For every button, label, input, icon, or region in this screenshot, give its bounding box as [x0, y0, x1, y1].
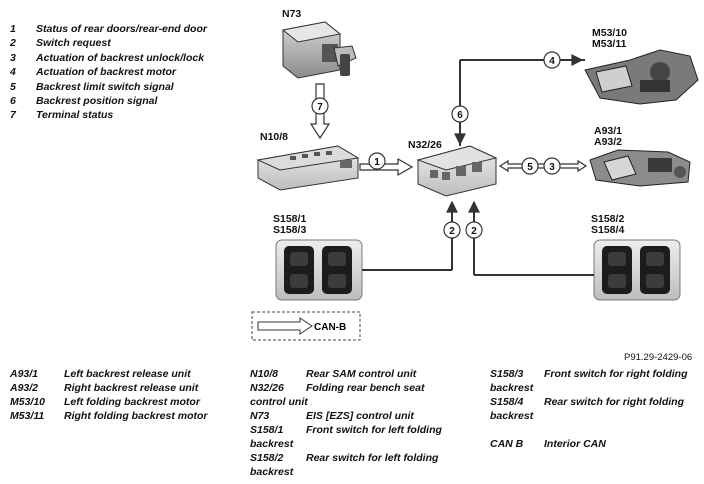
signal-1-label: 1 [374, 157, 380, 168]
label-a93-1: A93/1 [594, 125, 623, 137]
legend-text: Terminal status [36, 109, 114, 122]
signal-6-label: 6 [457, 110, 463, 121]
glossary-value: Left backrest release unit [64, 368, 191, 380]
connection-lines [362, 59, 594, 276]
signal-3-label: 3 [549, 162, 555, 173]
glossary-key: N32/26 [250, 382, 284, 394]
glossary-value: Interior CAN [544, 438, 606, 450]
glossary-key: S158/1 [250, 424, 284, 436]
legend-text: Switch request [36, 37, 111, 50]
glossary-key: N10/8 [250, 368, 279, 380]
legend-text: Actuation of backrest unlock/lock [36, 51, 205, 64]
glossary-key: A93/2 [10, 382, 39, 394]
glossary-row: A93/2 Right backrest release unit [10, 381, 208, 395]
glossary-value: backrest [250, 438, 294, 450]
signal-2-label: 2 [449, 226, 455, 237]
can-b-label: CAN-B [314, 322, 346, 333]
legend-item: 7 Terminal status [10, 108, 207, 122]
legend-number: 2 [10, 37, 16, 50]
glossary-row: M53/11 Right folding backrest motor [10, 409, 208, 423]
glossary-value: backrest [250, 466, 294, 478]
glossary-key: S158/2 [250, 452, 284, 464]
label-n73: N73 [282, 8, 302, 20]
glossary-row: M53/10 Left folding backrest motor [10, 395, 208, 409]
left-switch-panel-icon [275, 239, 363, 301]
glossary-value: Rear SAM control unit [306, 368, 417, 380]
backrest-release-unit-icon [589, 149, 691, 187]
glossary-value: backrest [490, 382, 534, 394]
signal-4-label: 4 [549, 56, 555, 67]
legend-text: Actuation of backrest motor [36, 66, 177, 79]
glossary-column-2: N10/8 Rear SAM control unit N32/26 Folding… [250, 367, 480, 479]
glossary-value: Right folding backrest motor [64, 410, 208, 422]
label-s158-2: S158/2 [591, 213, 625, 225]
legend-text: Backrest limit switch signal [36, 80, 174, 93]
glossary-row: A93/1 Left backrest release unit [10, 367, 208, 381]
signal-legend: 1 Status of rear doors/rear-end door 2 Swit… [10, 22, 207, 123]
can-b-legend-box: CAN-B [251, 311, 361, 341]
folding-seat-control-unit-icon [416, 145, 498, 197]
label-s158-3: S158/3 [273, 224, 307, 236]
glossary-key: S158/4 [490, 396, 524, 408]
glossary-key: A93/1 [10, 368, 39, 380]
glossary-key: S158/3 [490, 368, 524, 380]
label-n32-26: N32/26 [408, 139, 442, 151]
glossary-value: Rear switch for left folding [306, 452, 439, 464]
signal-5-label: 5 [527, 162, 533, 173]
glossary-value: Front switch for left folding [306, 424, 442, 436]
label-s158-4: S158/4 [591, 224, 625, 236]
signal-7-label: 7 [317, 102, 323, 113]
legend-number: 5 [10, 80, 16, 93]
glossary-value: control unit [250, 396, 308, 408]
legend-item: 4 Actuation of backrest motor [10, 65, 207, 79]
legend-item: 6 Backrest position signal [10, 94, 207, 108]
label-m53-11: M53/11 [592, 38, 627, 50]
legend-number: 3 [10, 51, 16, 64]
backrest-motor-icon [584, 49, 699, 105]
glossary-column-3: S158/3 Front switch for right folding bac… [490, 367, 700, 451]
glossary-value: Right backrest release unit [64, 382, 199, 394]
glossary-value: Folding rear bench seat [306, 382, 425, 394]
signal-markers [311, 51, 561, 239]
glossary-key: M53/11 [10, 410, 45, 422]
legend-text: Status of rear doors/rear-end door [36, 23, 207, 35]
label-a93-2: A93/2 [594, 136, 623, 148]
legend-number: 1 [10, 23, 16, 35]
legend-item: 1 Status of rear doors/rear-end door [10, 22, 207, 36]
reference-code: P91.29-2429-06 [624, 352, 693, 363]
ignition-switch-icon [281, 21, 357, 79]
glossary-key: M53/10 [10, 396, 46, 408]
legend-item: 2 Switch request [10, 36, 207, 50]
signal-2-label: 2 [471, 226, 477, 237]
glossary-value: Left folding backrest motor [64, 396, 200, 408]
right-switch-panel-icon [593, 239, 681, 301]
glossary-value: Rear switch for right folding [544, 396, 685, 408]
legend-number: 4 [10, 66, 16, 79]
glossary-value: Front switch for right folding [544, 368, 688, 380]
label-n10-8: N10/8 [260, 131, 289, 143]
label-s158-1: S158/1 [273, 213, 307, 225]
glossary-value: backrest [490, 410, 534, 422]
legend-number: 7 [10, 109, 16, 122]
legend-item: 5 Backrest limit switch signal [10, 80, 207, 94]
legend-item: 3 Actuation of backrest unlock/lock [10, 51, 207, 65]
glossary-value: EIS [EZS] control unit [306, 410, 414, 422]
glossary-key: N73 [250, 410, 270, 422]
legend-text: Backrest position signal [36, 95, 158, 108]
legend-number: 6 [10, 95, 16, 108]
label-m53-10: M53/10 [592, 27, 628, 39]
rear-sam-control-unit-icon [256, 145, 360, 191]
glossary-key: CAN B [490, 438, 524, 450]
